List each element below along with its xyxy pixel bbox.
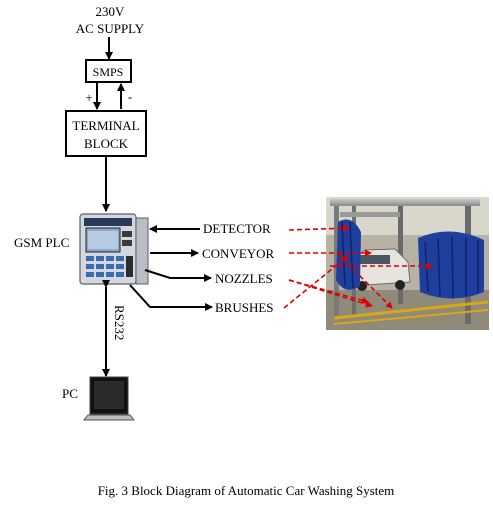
nozzles-dashed-link-1 bbox=[288, 279, 369, 304]
smps-label: SMPS bbox=[93, 65, 124, 79]
nozzles-label: NOZZLES bbox=[215, 271, 273, 286]
brushes-dashed-link-1 bbox=[283, 255, 349, 309]
smps-plus-sign: + bbox=[85, 90, 92, 105]
smps-box bbox=[85, 59, 132, 83]
supply-line2: AC SUPPLY bbox=[76, 21, 145, 36]
plc-device-icon bbox=[79, 213, 149, 285]
terminal-block-line2: BLOCK bbox=[84, 136, 129, 151]
detector-label: DETECTOR bbox=[203, 221, 271, 236]
figure-caption: Fig. 3 Block Diagram of Automatic Car Wa… bbox=[98, 483, 395, 498]
nozzles-output-arrow bbox=[144, 269, 212, 282]
monitor-icon bbox=[82, 376, 136, 421]
pc-label: PC bbox=[62, 386, 78, 401]
brushes-label: BRUSHES bbox=[215, 300, 274, 315]
plc-label: GSM PLC bbox=[14, 235, 69, 250]
nozzles-dashed-link-2 bbox=[288, 279, 373, 308]
car-wash-photo bbox=[326, 197, 489, 330]
smps-minus-sign: - bbox=[128, 89, 132, 104]
conveyor-label: CONVEYOR bbox=[202, 246, 275, 261]
detector-dashed-link bbox=[288, 224, 350, 232]
rs232-label: RS232 bbox=[112, 305, 127, 340]
terminal-block-line1: TERMINAL bbox=[72, 118, 139, 133]
supply-line1: 230V bbox=[96, 4, 126, 19]
brushes-output-arrow bbox=[129, 284, 213, 311]
